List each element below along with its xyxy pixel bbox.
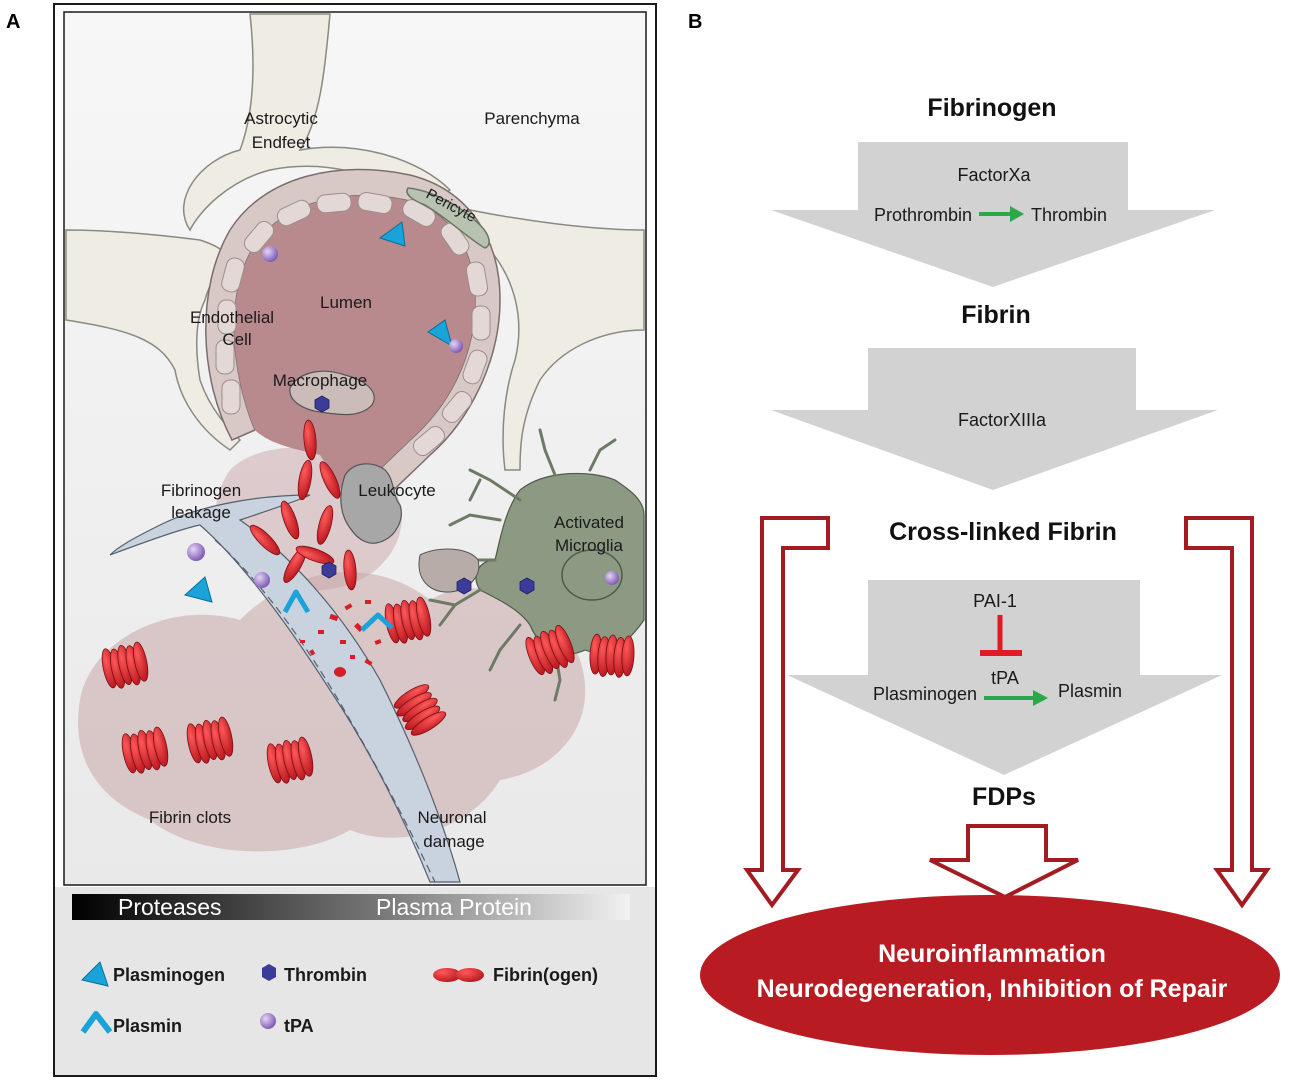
protease-plasma-gradient-bar [72, 894, 630, 920]
panel-letter-a: A [6, 11, 20, 33]
flow-fibrin: Fibrin [961, 301, 1030, 329]
pericyte [406, 187, 490, 249]
legend-plasminogen-label: Plasminogen [113, 965, 225, 985]
flow-arrow-crosslinked-to-fdps [787, 580, 1222, 775]
label-endfeet: Endfeet [252, 133, 311, 152]
plasmin-molecules [282, 589, 394, 632]
outline-arrow-down-center [929, 824, 1079, 900]
outcome-ellipse [700, 895, 1280, 1055]
panel-letter-b: B [688, 11, 702, 33]
flow-fdps: FDPs [972, 783, 1036, 811]
flow-fibrinogen: Fibrinogen [927, 94, 1056, 122]
outcome-neuroinflammation: Neuroinflammation [878, 940, 1106, 968]
vessel-lumen [234, 195, 475, 505]
green-arrow-icon-2 [984, 690, 1048, 706]
thrombin-molecules [314, 395, 535, 595]
legend-plasminogen-icon [81, 961, 109, 987]
label-lumen: Lumen [320, 293, 372, 312]
legend-fibrinogen-icon [433, 968, 484, 982]
flow-arrow-fibrin-to-crosslinked [771, 348, 1218, 490]
flow-prothrombin: Prothrombin [874, 205, 972, 225]
legend-tpa-icon [260, 1013, 276, 1029]
flow-factor-xa: FactorXa [957, 165, 1031, 185]
flow-pai1: PAI-1 [973, 591, 1017, 611]
label-leukocyte: Leukocyte [358, 481, 436, 500]
fibrin-fragments [300, 600, 382, 677]
flow-factor-xiiia: FactorXIIIa [958, 410, 1047, 430]
plasminogen-molecules [183, 221, 453, 603]
label-leakage: leakage [171, 503, 231, 522]
legend: Plasminogen Thrombin Fibrin(ogen) Plasmi… [80, 961, 598, 1036]
gradient-label-proteases: Proteases [118, 894, 222, 920]
gradient-label-plasma-protein: Plasma Protein [376, 894, 532, 920]
outcome-neurodegeneration: Neurodegeneration, Inhibition of Repair [757, 975, 1228, 1003]
legend-plasmin-icon [80, 1011, 113, 1034]
label-cell: Cell [222, 330, 251, 349]
legend-fibrinogen-label: Fibrin(ogen) [493, 965, 598, 985]
outline-arrow-down-right [1184, 516, 1271, 909]
tpa-molecules [187, 246, 619, 588]
legend-plasmin-label: Plasmin [113, 1016, 182, 1036]
legend-thrombin-label: Thrombin [284, 965, 367, 985]
macrophage [289, 370, 375, 416]
label-neuronal: Neuronal [418, 808, 487, 827]
legend-thrombin-icon [262, 964, 276, 981]
label-fibrin-clots: Fibrin clots [149, 808, 231, 827]
flow-thrombin: Thrombin [1031, 205, 1107, 225]
label-activated: Activated [554, 513, 624, 532]
green-arrow-icon [979, 206, 1024, 222]
flow-crosslinked-fibrin: Cross-linked Fibrin [889, 518, 1117, 546]
label-damage: damage [423, 832, 484, 851]
label-microglia: Microglia [555, 536, 624, 555]
label-parenchyma: Parenchyma [484, 109, 580, 128]
label-endothelial: Endothelial [190, 308, 274, 327]
label-macrophage: Macrophage [273, 371, 368, 390]
flow-plasminogen: Plasminogen [873, 684, 977, 704]
label-astrocytic: Astrocytic [244, 109, 318, 128]
outline-arrow-down-left [743, 516, 830, 909]
label-fibrinogen: Fibrinogen [161, 481, 241, 500]
inhibition-icon [980, 615, 1022, 656]
leukocyte [340, 463, 402, 544]
endothelial-cell-segments [215, 191, 491, 457]
flow-tpa: tPA [991, 668, 1019, 688]
legend-tpa-label: tPA [284, 1016, 314, 1036]
flow-plasmin: Plasmin [1058, 681, 1122, 701]
